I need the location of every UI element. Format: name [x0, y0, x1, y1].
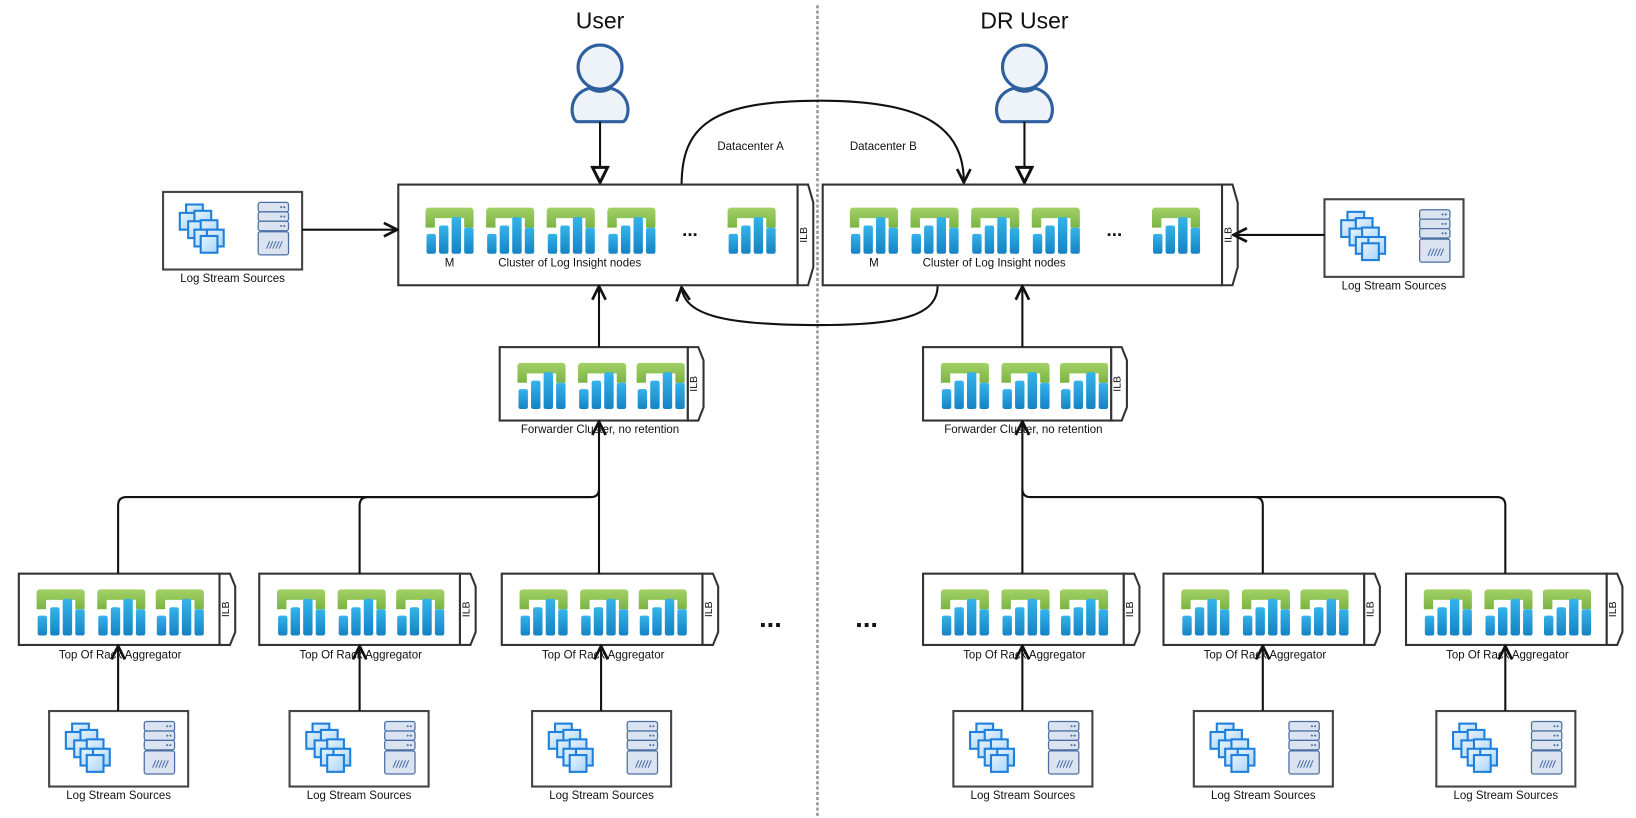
top-of-rack-aggregator[interactable]: ILB Top Of Rack Aggregator [922, 572, 1141, 662]
log-source-label: Log Stream Sources [66, 790, 171, 802]
forwarder-label: Forwarder Cluster, no retention [944, 424, 1102, 436]
user-title: User [576, 7, 625, 33]
master-node-label: M [445, 257, 455, 269]
datacenter-b-label: Datacenter B [850, 141, 917, 153]
server-icon [1530, 720, 1563, 775]
log-source-label: Log Stream Sources [1454, 790, 1559, 802]
ilb-label: ILB [1113, 376, 1124, 392]
server-icon [384, 720, 416, 775]
user-icon [570, 43, 630, 124]
ilb-label: ILB [1125, 601, 1136, 617]
top-of-rack-aggregator[interactable]: ILB Top Of Rack Aggregator [258, 572, 477, 662]
cluster-label: Cluster of Log Insight nodes [498, 257, 641, 269]
server-icon [626, 720, 659, 775]
aggregator-label: Top Of Rack Aggregator [59, 650, 182, 662]
ilb-tab [701, 572, 720, 647]
aggregator-label: Top Of Rack Aggregator [542, 650, 665, 662]
server-icon [1418, 209, 1451, 263]
log-source-label: Log Stream Sources [1211, 790, 1316, 802]
ilb-tab [218, 572, 237, 647]
datacenter-a-label: Datacenter A [717, 141, 784, 153]
cluster-ellipsis: ... [1107, 219, 1123, 240]
ilb-label: ILB [799, 227, 810, 243]
bottom-log-sources[interactable]: Log Stream Sources [531, 709, 673, 802]
agg5-to-forwarder-b-edge [1021, 488, 1264, 574]
master-node-label: M [869, 257, 879, 269]
log-source-label: Log Stream Sources [549, 790, 654, 802]
top-of-rack-aggregator[interactable]: ILB Top Of Rack Aggregator [1162, 572, 1381, 662]
main-cluster-a[interactable]: ... M Cluster of Log Insight nodes ILB [397, 183, 815, 287]
bottom-log-sources[interactable]: Log Stream Sources [952, 709, 1094, 802]
top-left-log-sources[interactable]: Log Stream Sources [162, 190, 304, 285]
agg6-to-forwarder-b-edge [1254, 496, 1507, 574]
replication-b-to-a-edge [682, 285, 939, 327]
bottom-log-sources[interactable]: Log Stream Sources [288, 709, 430, 802]
aggregator-label: Top Of Rack Aggregator [299, 650, 422, 662]
top-of-rack-aggregator[interactable]: ILB Top Of Rack Aggregator [17, 572, 237, 662]
ilb-tab [1605, 572, 1624, 647]
bottom-log-sources[interactable]: Log Stream Sources [1192, 709, 1334, 802]
replication-a-to-b-edge [680, 99, 964, 186]
ilb-tab [458, 572, 477, 647]
ilb-tab [1110, 346, 1128, 422]
log-source-label: Log Stream Sources [307, 790, 412, 802]
ilb-label: ILB [1366, 601, 1377, 617]
ilb-tab [1122, 572, 1141, 647]
ilb-tab [686, 346, 705, 422]
ilb-tab [1220, 183, 1239, 287]
cluster-label: Cluster of Log Insight nodes [923, 257, 1066, 269]
ilb-label: ILB [1608, 601, 1619, 617]
ilb-tab [1363, 572, 1381, 647]
ilb-label: ILB [221, 601, 232, 617]
agg2-to-forwarder-a-edge [358, 496, 591, 574]
aggregator-label: Top Of Rack Aggregator [1204, 650, 1327, 662]
aggregator-label: Top Of Rack Aggregator [963, 650, 1086, 662]
ilb-label: ILB [704, 601, 715, 617]
ilb-label: ILB [461, 601, 472, 617]
log-source-label: Log Stream Sources [1342, 280, 1447, 292]
forwarder-cluster-b[interactable]: ILB Forwarder Cluster, no retention [922, 346, 1128, 436]
bottom-ellipsis-left: ... [759, 602, 782, 633]
bottom-log-sources[interactable]: Log Stream Sources [48, 709, 190, 802]
main-cluster-b[interactable]: ... M Cluster of Log Insight nodes ILB [821, 183, 1239, 287]
top-of-rack-aggregator[interactable]: ILB Top Of Rack Aggregator [500, 572, 720, 662]
server-icon [1047, 720, 1080, 775]
server-icon [257, 201, 290, 256]
ilb-label: ILB [1223, 227, 1234, 243]
server-icon [143, 720, 176, 775]
ilb-label: ILB [689, 376, 700, 392]
dr-user-title: DR User [980, 7, 1068, 33]
cluster-ellipsis: ... [682, 219, 698, 240]
ilb-tab [796, 183, 815, 287]
log-source-label: Log Stream Sources [971, 790, 1076, 802]
bottom-log-sources[interactable]: Log Stream Sources [1435, 709, 1577, 802]
bottom-ellipsis-right: ... [855, 602, 878, 633]
dr-user-icon [994, 43, 1054, 124]
top-of-rack-aggregator[interactable]: ILB Top Of Rack Aggregator [1404, 572, 1624, 662]
aggregator-label: Top Of Rack Aggregator [1446, 650, 1569, 662]
server-icon [1288, 720, 1320, 775]
log-source-label: Log Stream Sources [180, 273, 285, 285]
top-right-log-sources[interactable]: Log Stream Sources [1323, 198, 1465, 292]
